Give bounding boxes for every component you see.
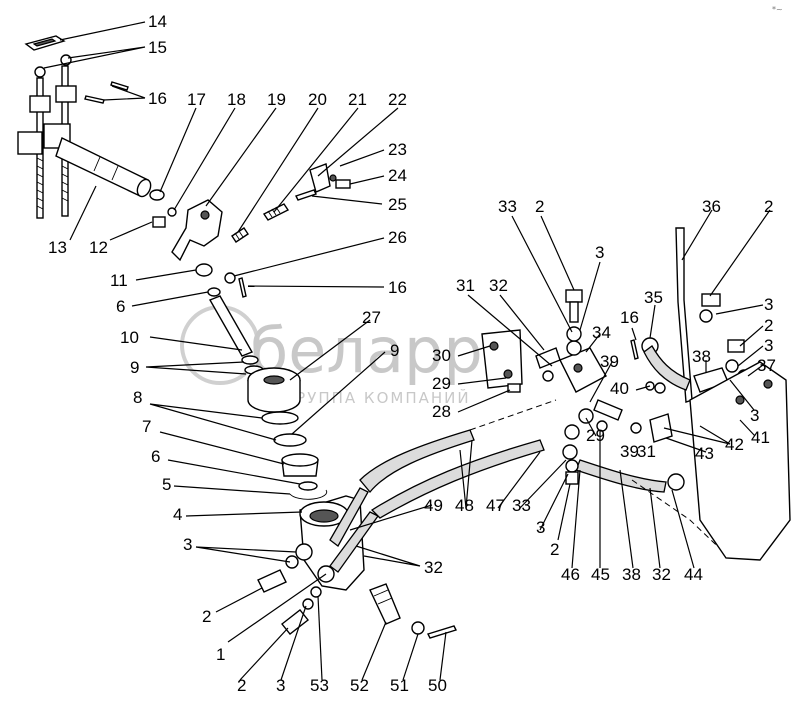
callout-31-b: 31: [637, 442, 656, 461]
callout-12: 12: [89, 238, 108, 257]
callout-47: 47: [486, 496, 505, 515]
callout-20: 20: [308, 90, 327, 109]
callout-40: 40: [610, 379, 629, 398]
callout-53: 53: [310, 676, 329, 695]
callout-3-g: 3: [750, 406, 759, 425]
callout-3: 3: [183, 535, 192, 554]
callout-18: 18: [227, 90, 246, 109]
callout-45: 45: [591, 565, 610, 584]
callout-23: 23: [388, 140, 407, 159]
callout-33: 33: [512, 496, 531, 515]
callout-21: 21: [348, 90, 367, 109]
callout-32: 32: [424, 558, 443, 577]
callout-9-b: 9: [390, 341, 399, 360]
callout-3-e: 3: [764, 295, 773, 314]
callout-3-b: 3: [276, 676, 285, 695]
callout-8: 8: [133, 388, 142, 407]
leader-lines: [43, 21, 771, 681]
callout-10: 10: [120, 328, 139, 347]
callout-1: 1: [216, 645, 225, 664]
callout-19: 19: [267, 90, 286, 109]
callout-41: 41: [751, 428, 770, 447]
callout-38: 38: [622, 565, 641, 584]
callout-2-b: 2: [237, 676, 246, 695]
callout-30: 30: [432, 346, 451, 365]
cylinder-housing-assembly: [257, 487, 457, 639]
callout-5: 5: [162, 475, 171, 494]
callout-2-f: 2: [764, 316, 773, 335]
callout-3-f: 3: [764, 336, 773, 355]
callout-25: 25: [388, 195, 407, 214]
callout-17: 17: [187, 90, 206, 109]
callout-34: 34: [592, 323, 611, 342]
callout-15: 15: [148, 38, 167, 57]
callout-2-e: 2: [764, 197, 773, 216]
callout-42: 42: [725, 435, 744, 454]
callout-14: 14: [148, 12, 167, 31]
callout-35: 35: [644, 288, 663, 307]
callout-6-c: 6: [151, 447, 160, 466]
callout-31: 31: [456, 276, 475, 295]
callout-28: 28: [432, 402, 451, 421]
watermark-subtitle: ГРУППА КОМПАНИЙ: [285, 388, 471, 407]
callout-2-c: 2: [550, 540, 559, 559]
callout-26: 26: [388, 228, 407, 247]
control-lever-assembly: [17, 35, 351, 500]
callout-32-c: 32: [489, 276, 508, 295]
corner-mark: *~: [772, 5, 783, 14]
callout-37: 37: [757, 356, 776, 375]
callout-labels: 14 15 16 17 18 19 20 21 22 23 24 25 26 1…: [48, 12, 776, 695]
callout-48: 48: [455, 496, 474, 515]
callout-2-d: 2: [535, 197, 544, 216]
callout-38-b: 38: [692, 347, 711, 366]
callout-16-b: 16: [388, 278, 407, 297]
callout-3-d: 3: [595, 243, 604, 262]
callout-22: 22: [388, 90, 407, 109]
hose-and-valve-assembly: [359, 227, 791, 561]
callout-13: 13: [48, 238, 67, 257]
callout-2: 2: [202, 607, 211, 626]
callout-11: 11: [110, 271, 128, 290]
callout-52: 52: [350, 676, 369, 695]
callout-39: 39: [600, 352, 619, 371]
callout-51: 51: [390, 676, 409, 695]
callout-39-b: 39: [620, 442, 639, 461]
callout-32-b: 32: [652, 565, 671, 584]
callout-6: 6: [116, 297, 125, 316]
callout-36: 36: [702, 197, 721, 216]
callout-16: 16: [148, 89, 167, 108]
callout-44: 44: [684, 565, 703, 584]
callout-4: 4: [173, 505, 182, 524]
callout-9: 9: [130, 358, 139, 377]
callout-29-b: 29: [586, 426, 605, 445]
callout-43: 43: [695, 444, 714, 463]
callout-27: 27: [362, 308, 381, 327]
callout-29: 29: [432, 374, 451, 393]
callout-3-c: 3: [536, 518, 545, 537]
callout-24: 24: [388, 166, 407, 185]
callout-50: 50: [428, 676, 447, 695]
callout-49: 49: [424, 496, 443, 515]
callout-16-c: 16: [620, 308, 639, 327]
callout-46: 46: [561, 565, 580, 584]
callout-33-b: 33: [498, 197, 517, 216]
callout-7: 7: [142, 417, 151, 436]
